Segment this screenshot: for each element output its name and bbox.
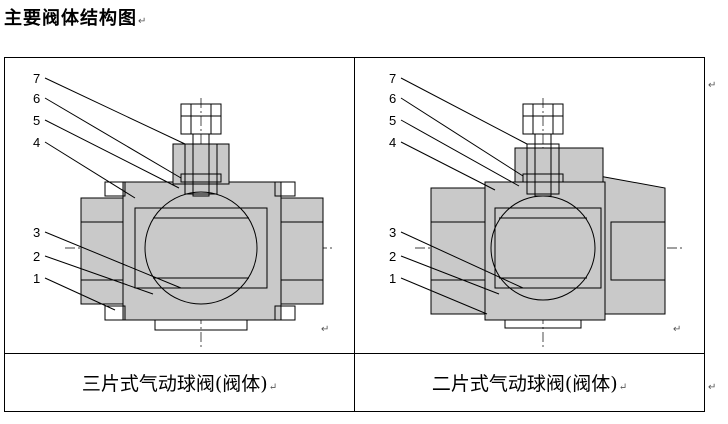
- callout-4: 4: [33, 135, 40, 150]
- callout-7: 7: [389, 71, 396, 86]
- two-piece-caption: 二片式气动球阀(阀体): [431, 373, 618, 395]
- paragraph-mark: ↵: [138, 16, 148, 27]
- callout-2: 2: [33, 249, 40, 264]
- callout-6: 6: [389, 91, 396, 106]
- callout-7: 7: [33, 71, 40, 86]
- paragraph-mark: ↵: [268, 382, 278, 393]
- callout-1: 1: [389, 271, 396, 286]
- callout-3: 3: [33, 225, 40, 240]
- callout-5: 5: [389, 113, 396, 128]
- three-piece-caption: 三片式气动球阀(阀体): [81, 373, 268, 395]
- paragraph-mark: ↵: [321, 324, 330, 335]
- three-piece-caption-cell: 三片式气动球阀(阀体)↵: [4, 353, 355, 412]
- page-heading: 主要阀体结构图↵: [4, 8, 148, 29]
- three-piece-drawing-cell: 7 6 5 4 3 2 1 ↵: [4, 57, 355, 354]
- figure-table: 7 6 5 4 3 2 1 ↵: [4, 57, 705, 412]
- callout-3: 3: [389, 225, 396, 240]
- paragraph-mark: ↵: [618, 382, 628, 393]
- two-piece-caption-cell: 二片式气动球阀(阀体)↵: [354, 353, 705, 412]
- two-piece-valve-drawing: 7 6 5 4 3 2 1: [389, 71, 685, 348]
- three-piece-valve-drawing: 7 6 5 4 3 2 1: [33, 71, 335, 348]
- paragraph-mark: ↵: [708, 382, 717, 393]
- paragraph-mark: ↵: [673, 324, 682, 335]
- callout-4: 4: [389, 135, 396, 150]
- paragraph-mark: ↵: [708, 80, 717, 91]
- two-piece-drawing-cell: 7 6 5 4 3 2 1 ↵: [354, 57, 705, 354]
- callout-1: 1: [33, 271, 40, 286]
- callout-6: 6: [33, 91, 40, 106]
- callout-5: 5: [33, 113, 40, 128]
- callout-2: 2: [389, 249, 396, 264]
